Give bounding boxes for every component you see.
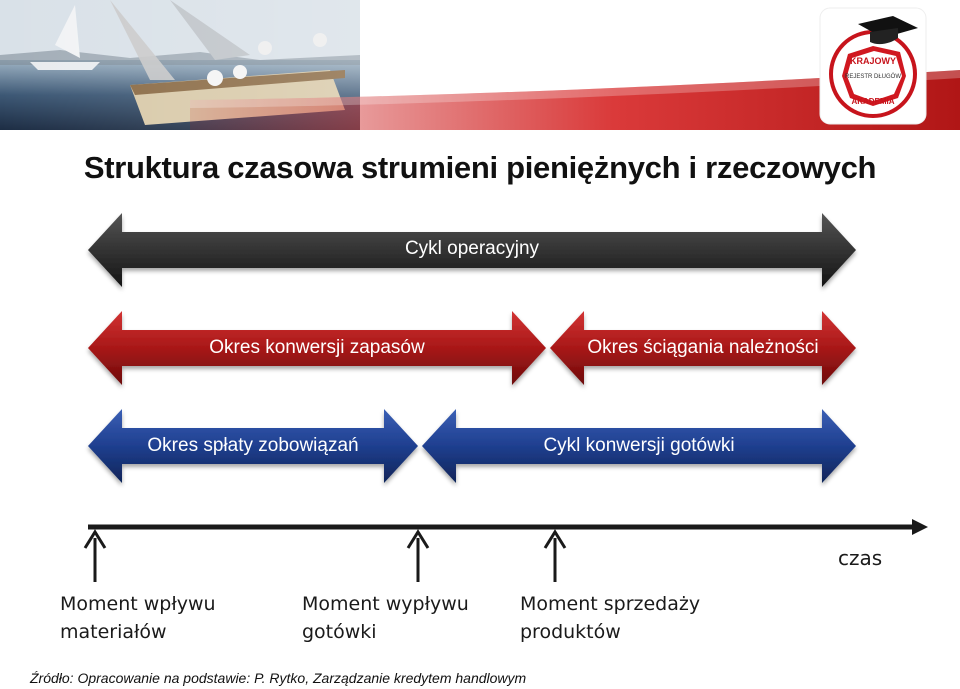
moment-label-line1: Moment wpływu bbox=[60, 593, 216, 615]
moment-label-line1: Moment wypływu bbox=[302, 593, 469, 615]
source-note: Źródło: Opracowanie na podstawie: P. Ryt… bbox=[30, 670, 527, 686]
cash-conversion-label: Cykl konwersji gotówki bbox=[543, 435, 735, 456]
moment-label-materials: Moment wpływu materiałów bbox=[60, 590, 216, 646]
logo-text-bottom: AKADEMIA bbox=[851, 97, 894, 106]
time-axis-label: czas bbox=[838, 546, 883, 570]
inventory-conversion-label: Okres konwersji zapasów bbox=[209, 337, 425, 358]
moment-label-line2: materiałów bbox=[60, 621, 167, 643]
moment-marker-1 bbox=[83, 529, 107, 582]
time-axis-arrowhead bbox=[912, 519, 928, 535]
moment-marker-3 bbox=[543, 529, 567, 582]
moment-label-product-sale: Moment sprzedaży produktów bbox=[520, 590, 700, 646]
akademia-logo: KRAJOWY REJESTR DŁUGÓW AKADEMIA bbox=[819, 7, 927, 125]
logo-text-middle: REJESTR DŁUGÓW bbox=[845, 73, 901, 80]
operating-cycle-label: Cykl operacyjny bbox=[404, 238, 540, 259]
moment-label-line2: produktów bbox=[520, 621, 621, 643]
operating-cycle-arrow bbox=[88, 213, 856, 287]
inventory-conversion-arrow bbox=[88, 311, 546, 385]
logo-text-top: KRAJOWY bbox=[850, 56, 896, 66]
moment-label-line2: gotówki bbox=[302, 621, 377, 643]
receivables-collection-arrow bbox=[550, 311, 856, 385]
moment-label-line1: Moment sprzedaży bbox=[520, 593, 701, 615]
moment-label-cash-outflow: Moment wypływu gotówki bbox=[302, 590, 469, 646]
payables-period-arrow bbox=[88, 409, 418, 483]
receivables-collection-label: Okres ściągania należności bbox=[587, 337, 819, 358]
header-banner: KRAJOWY REJESTR DŁUGÓW AKADEMIA bbox=[0, 0, 960, 130]
cash-conversion-arrow bbox=[422, 409, 856, 483]
moment-marker-2 bbox=[406, 529, 430, 582]
payables-period-label: Okres spłaty zobowiązań bbox=[147, 435, 359, 456]
slide-title: Struktura czasowa strumieni pieniężnych … bbox=[83, 150, 877, 185]
header-gradient bbox=[0, 0, 960, 130]
